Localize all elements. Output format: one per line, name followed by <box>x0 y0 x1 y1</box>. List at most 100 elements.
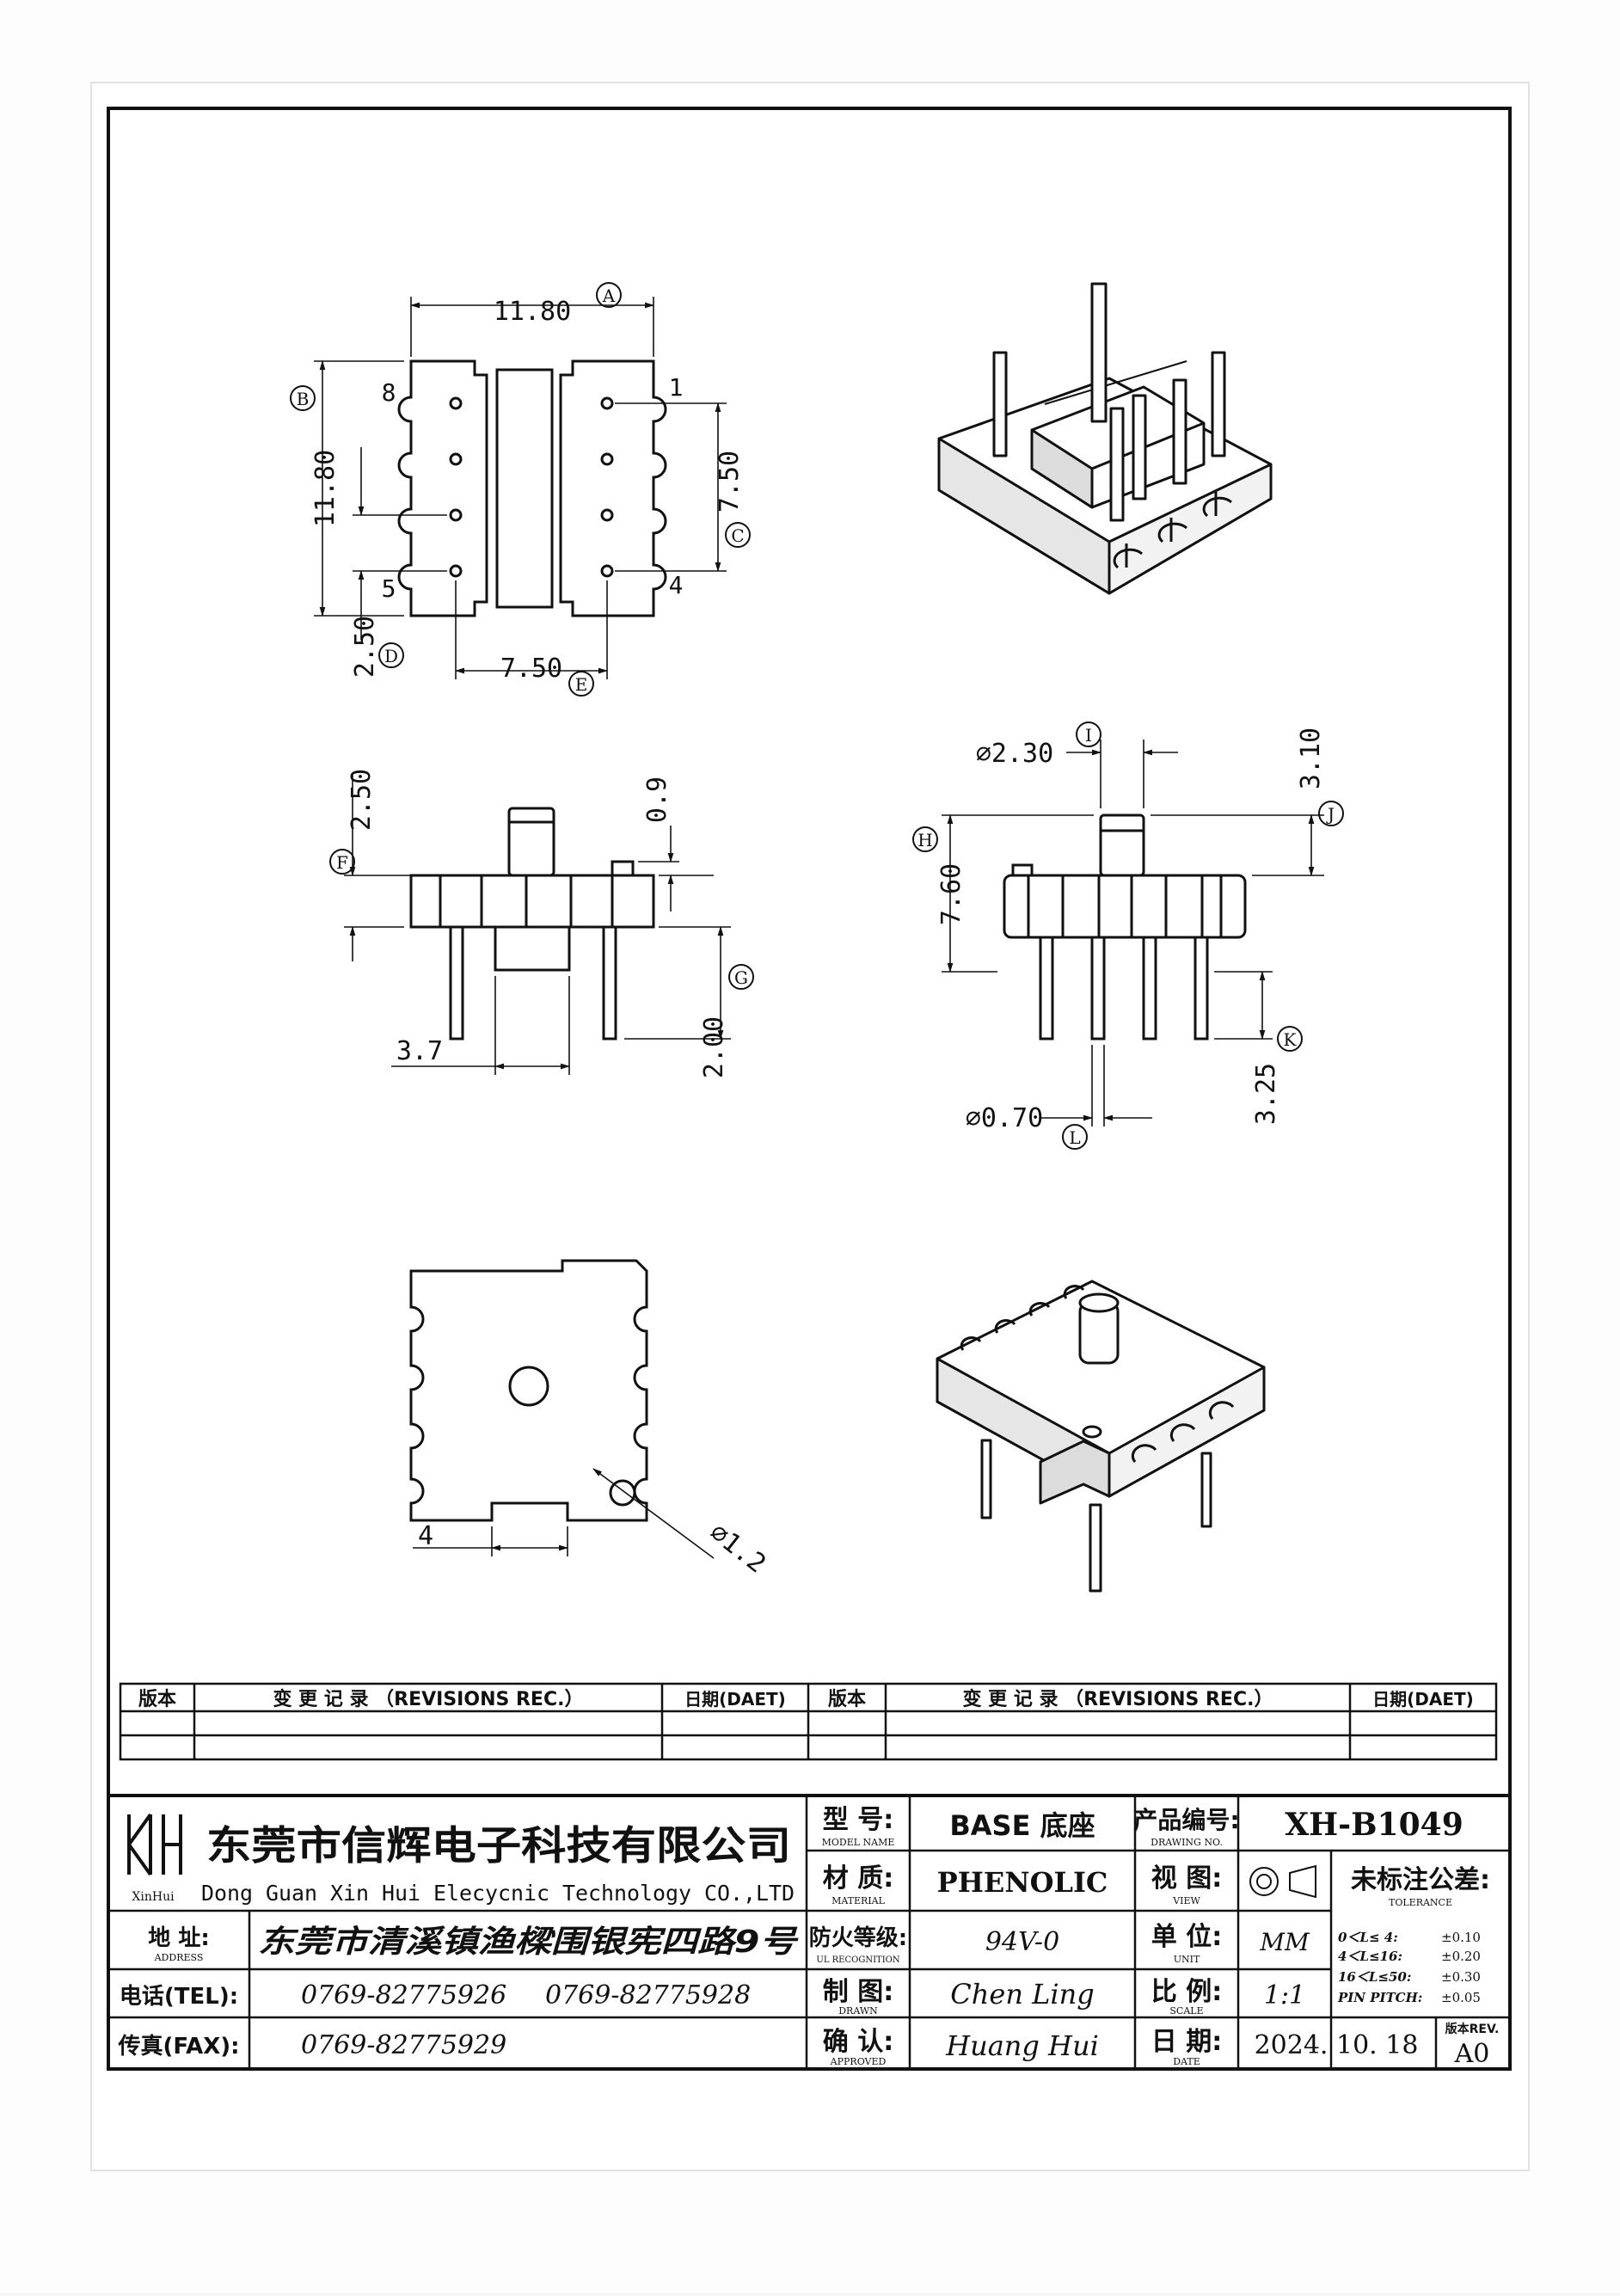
ref-balloon <box>1062 1124 1088 1150</box>
unit-label: 单 位: <box>1151 1922 1222 1952</box>
approved-label-en: APPROVED <box>830 2056 887 2067</box>
drawing-no-label-en: DRAWING NO. <box>1151 1837 1223 1848</box>
material-label-en: MATERIAL <box>831 1895 886 1906</box>
rev-header-record: 变 更 记 录 （REVISIONS REC.） <box>273 1688 584 1710</box>
ref-j: J <box>1326 804 1335 825</box>
tolerance-value-1: ±0.10 <box>1441 1930 1481 1945</box>
ref-balloon <box>912 826 938 852</box>
pin-hole <box>600 564 614 578</box>
drawn-label-en: DRAWN <box>838 2005 878 2017</box>
tolerance-value-4: ±0.05 <box>1441 1990 1481 2005</box>
drawn-label: 制 图: <box>823 1977 893 2007</box>
rev-header-record-2: 变 更 记 录 （REVISIONS REC.） <box>963 1688 1273 1710</box>
ref-balloon <box>290 385 316 411</box>
front-view <box>344 774 731 1075</box>
view-label-en: VIEW <box>1172 1895 1200 1906</box>
ul-label-en: UL RECOGNITION <box>816 1955 899 1965</box>
top-view-outline-right <box>559 359 667 617</box>
company-name-en: Dong Guan Xin Hui Elecycnic Technology C… <box>201 1881 795 1906</box>
rev-header-date: 日期(DAET) <box>684 1689 786 1710</box>
ref-balloon <box>728 964 754 990</box>
date-value: 2024. 10. 18 <box>1255 2030 1419 2060</box>
ref-a: A <box>602 285 616 306</box>
tel-label: 电话(TEL): <box>120 1984 238 2010</box>
drawing-no-label: 产品编号: <box>1133 1806 1239 1834</box>
tolerance-range-2: 4＜L≤16: <box>1338 1949 1402 1964</box>
dim-pitch-right-val: 7.50 <box>715 451 745 513</box>
material-label: 材 质: <box>823 1863 893 1894</box>
bottom-view-outline <box>409 1259 648 1522</box>
top-view-outline <box>397 359 488 617</box>
bottom-center-hole <box>508 1366 549 1407</box>
side-pin <box>1194 936 1209 1041</box>
tolerance-value-3: ±0.30 <box>1441 1969 1481 1985</box>
pin-number-5: 5 <box>382 574 396 603</box>
ref-f: F <box>336 852 348 873</box>
ref-e: E <box>575 674 588 695</box>
tolerance-range-4: PIN PITCH: <box>1337 1990 1422 2005</box>
pin-number-1: 1 <box>669 373 684 402</box>
tel-value-1: 0769-82775926 <box>301 1980 506 2011</box>
ref-balloon <box>1076 721 1101 747</box>
logo-text: XinHui <box>132 1890 175 1904</box>
dim-pin-dia: ⌀0.70 <box>966 1103 1043 1133</box>
dim-top-width: 11.80 <box>494 297 571 327</box>
pin-number-4: 4 <box>669 571 684 599</box>
approved-value: Huang Hui <box>945 2029 1099 2062</box>
tolerance-label-en: TOLERANCE <box>1389 1897 1452 1908</box>
ref-balloon <box>1277 1026 1303 1052</box>
bottom-view <box>409 1259 715 1559</box>
ref-balloon <box>725 522 751 548</box>
company-logo <box>127 1813 182 1876</box>
pin-number-8: 8 <box>382 378 396 407</box>
front-slot <box>494 927 571 972</box>
ref-balloon <box>378 642 404 668</box>
side-view <box>942 740 1324 1127</box>
front-step <box>611 860 635 877</box>
rev-label: 版本REV. <box>1445 2022 1500 2036</box>
scale-value: 1:1 <box>1264 1980 1305 2011</box>
dim-step: 0.9 <box>642 777 672 823</box>
tolerance-label: 未标注公差: <box>1351 1865 1490 1895</box>
ref-c: C <box>731 525 744 546</box>
tolerance-value-2: ±0.20 <box>1441 1949 1481 1964</box>
drawing-no-value: XH-B1049 <box>1285 1807 1464 1843</box>
company-name-cn: 东莞市信辉电子科技有限公司 <box>206 1822 791 1869</box>
pin-hole <box>449 508 463 522</box>
pin-hole <box>449 396 463 410</box>
pin-hole <box>449 452 463 466</box>
dim-slot-width: 3.7 <box>396 1036 443 1066</box>
rev-header-version: 版本 <box>138 1689 176 1710</box>
tolerance-range-1: 0＜L≤ 4: <box>1338 1930 1398 1945</box>
ul-value: 94V-0 <box>985 1927 1059 1957</box>
ref-i: I <box>1085 725 1092 746</box>
projection-symbol-icon <box>1249 1864 1316 1899</box>
dim-pin-length: 3.25 <box>1251 1063 1281 1125</box>
date-label: 日 期: <box>1151 2027 1222 2057</box>
rev-header-date-2: 日期(DAET) <box>1372 1689 1474 1710</box>
address-label-en: ADDRESS <box>154 1952 204 1963</box>
pin-hole <box>600 452 614 466</box>
tel-value-2: 0769-82775928 <box>545 1980 751 2011</box>
top-view-center-bar <box>495 368 554 609</box>
model-label-en: MODEL NAME <box>822 1837 895 1848</box>
model-label: 型 号: <box>823 1805 893 1835</box>
fax-label: 传真(FAX): <box>117 2034 239 2060</box>
ref-balloon <box>596 282 622 308</box>
dim-total-height: 7.60 <box>936 863 966 925</box>
drawn-value: Chen Ling <box>950 1978 1094 2011</box>
pin-hole <box>600 508 614 522</box>
fax-value: 0769-82775929 <box>301 2030 506 2060</box>
dim-pin-offset: 2.50 <box>350 616 380 678</box>
revision-table <box>119 1682 1498 1761</box>
front-pin <box>602 925 617 1041</box>
ref-b: B <box>297 389 310 409</box>
ref-balloon <box>1318 801 1344 826</box>
approved-label: 确 认: <box>823 2027 893 2057</box>
title-block <box>107 1794 1512 2071</box>
ref-k: K <box>1284 1029 1298 1050</box>
ref-g: G <box>734 967 748 988</box>
top-view <box>314 297 727 679</box>
ref-balloon <box>568 671 594 697</box>
